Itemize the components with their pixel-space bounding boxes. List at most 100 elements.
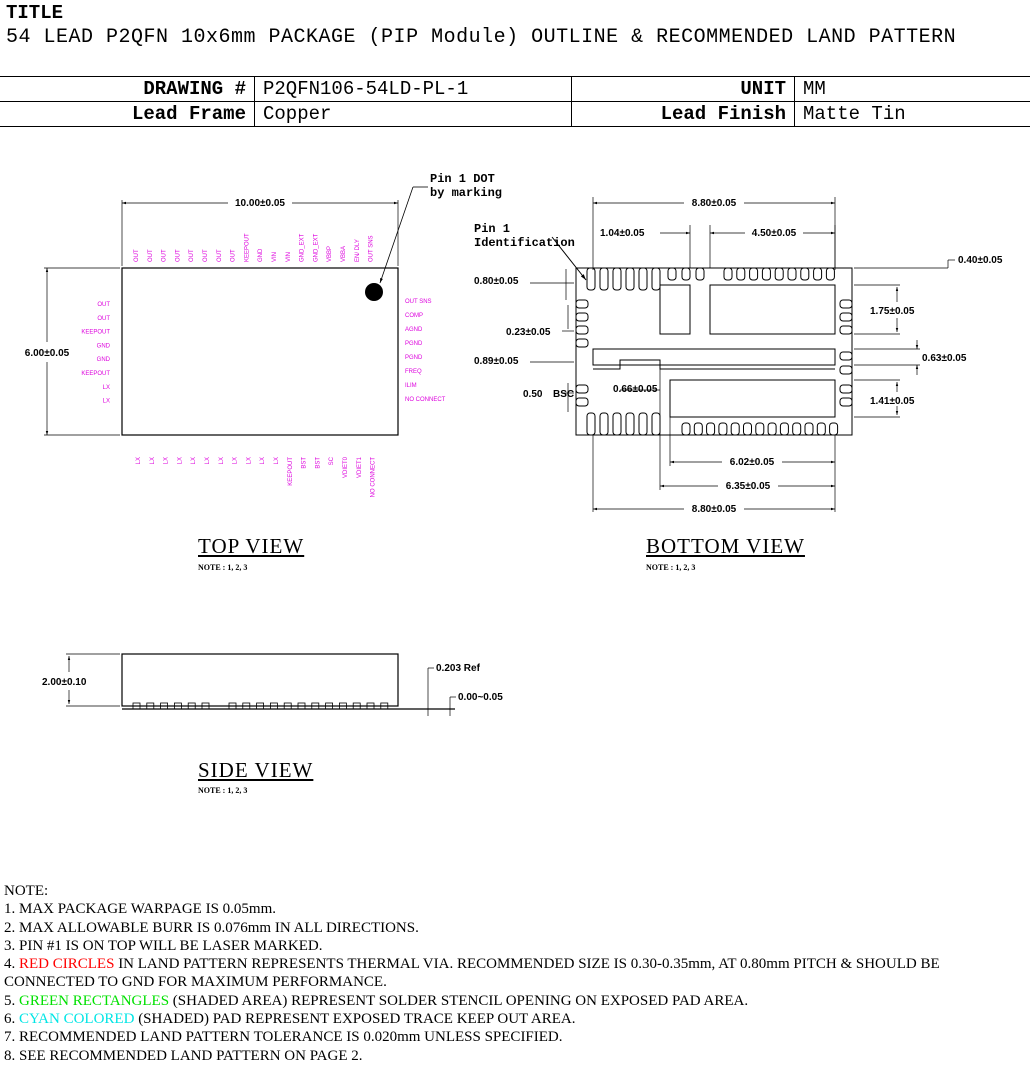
exposed-pad	[709, 284, 836, 335]
lead-pad	[774, 267, 784, 281]
lead-pad	[638, 412, 648, 436]
lead-pad	[638, 267, 648, 291]
top-view-note: NOTE : 1, 2, 3	[198, 563, 248, 572]
note-text: IN LAND PATTERN REPRESENTS THERMAL VIA. …	[4, 956, 940, 991]
lead-pad	[695, 267, 705, 281]
lead-pad	[779, 422, 789, 436]
pin-label: NO CONNECT	[371, 457, 377, 498]
lead-pad	[625, 267, 635, 291]
side-lead	[146, 702, 155, 710]
dim-602: 6.02±0.05	[730, 457, 775, 468]
lead-pad	[625, 412, 635, 436]
pin-label: OUT	[97, 316, 110, 322]
pin-label: SC	[329, 456, 335, 465]
pin1-dot-label: Pin 1 DOT	[430, 172, 495, 186]
lead-pad	[787, 267, 797, 281]
dim-141: 1.41±0.05	[870, 396, 915, 407]
pin-label: OUT	[231, 249, 237, 262]
side-lead	[283, 702, 292, 710]
side-lead	[325, 702, 334, 710]
title-label: TITLE	[6, 2, 64, 24]
note-item: 6. CYAN COLORED (SHADED) PAD REPRESENT E…	[4, 1010, 1026, 1028]
dim-bottom-width: 8.80±0.05	[692, 504, 737, 515]
pin-label: KEEPOUT	[81, 330, 110, 336]
pin-label: LX	[233, 457, 239, 464]
note-highlight-green: GREEN RECTANGLES	[19, 992, 170, 1009]
pin1-dot	[365, 283, 383, 301]
lead-pad	[667, 267, 677, 281]
lead-pad	[839, 351, 853, 361]
exposed-pad	[593, 359, 835, 370]
pin-label: OUT	[97, 302, 110, 308]
side-view-title: SIDE VIEW	[198, 758, 314, 782]
pin-label: LX	[164, 457, 170, 464]
lead-pad	[839, 299, 853, 309]
drawing-value: P2QFN106-54LD-PL-1	[254, 76, 572, 102]
lead-pad	[706, 422, 716, 436]
pin-label: GND	[258, 248, 264, 262]
lead-pad	[749, 267, 759, 281]
top-view-body	[121, 267, 399, 436]
side-lead	[297, 702, 306, 710]
exposed-pad	[669, 379, 836, 418]
lead-pad	[730, 422, 740, 436]
pin-label: LX	[103, 385, 110, 391]
lead-pad	[761, 267, 771, 281]
pin-label: NO CONNECT	[405, 397, 446, 403]
lead-pad	[839, 384, 853, 394]
frame-value: Copper	[254, 101, 572, 127]
side-lead	[352, 702, 361, 710]
lead-pad	[575, 299, 589, 309]
dim-023: 0.23±0.05	[506, 327, 551, 338]
pin-label: LX	[260, 457, 266, 464]
lead-pad	[693, 422, 703, 436]
lead-pad	[586, 412, 596, 436]
lead-pad	[575, 397, 589, 407]
unit-value: MM	[794, 76, 1030, 102]
pin-label: AGND	[405, 327, 423, 333]
spec-row: DRAWING # P2QFN106-54LD-PL-1 UNIT MM	[0, 76, 1030, 102]
pin-label: EN/ DLY	[355, 239, 361, 262]
side-lead	[366, 702, 375, 710]
pin-label: LX	[219, 457, 225, 464]
pin-label: GND_EXT	[313, 233, 319, 262]
side-lead	[242, 702, 251, 710]
frame-label: Lead Frame	[0, 101, 255, 127]
pin1-id-label: Identification	[474, 236, 575, 250]
notes-section: NOTE: 1. MAX PACKAGE WARPAGE IS 0.05mm. …	[4, 882, 1026, 1065]
pin-label: LX	[191, 457, 197, 464]
finish-label: Lead Finish	[571, 101, 795, 127]
note-item: 3. PIN #1 IS ON TOP WILL BE LASER MARKED…	[4, 937, 323, 954]
pin-label: LX	[246, 457, 252, 464]
pin-label: FREQ	[405, 369, 422, 375]
lead-pad	[651, 412, 661, 436]
side-view	[66, 653, 456, 716]
pin1-dot-label: by marking	[430, 186, 502, 200]
side-lead	[256, 702, 265, 710]
dim-175: 1.75±0.05	[870, 306, 915, 317]
notes-heading: NOTE:	[4, 883, 49, 899]
bottom-view-title: BOTTOM VIEW	[646, 534, 805, 558]
side-ref-dim: 0.203 Ref	[436, 663, 481, 674]
title-text: 54 LEAD P2QFN 10x6mm PACKAGE (PIP Module…	[6, 26, 957, 49]
dim-top-width: 8.80±0.05	[692, 198, 737, 209]
side-view-body	[121, 653, 399, 707]
dim-635: 6.35±0.05	[726, 481, 771, 492]
lead-pad	[575, 325, 589, 335]
pin-label: LX	[103, 399, 110, 405]
dim-089: 0.89±0.05	[474, 356, 519, 367]
spec-row: Lead Frame Copper Lead Finish Matte Tin	[0, 101, 1030, 127]
side-lead	[228, 702, 237, 710]
side-standoff-dim: 0.00~0.05	[458, 692, 503, 703]
side-lead	[132, 702, 141, 710]
lead-pad	[612, 267, 622, 291]
lead-pad	[825, 267, 835, 281]
pin-label: BST	[302, 457, 308, 469]
lead-pad	[575, 338, 589, 348]
lead-pad	[800, 267, 810, 281]
lead-pad	[839, 397, 853, 407]
lead-pad	[599, 267, 609, 291]
pin-label: KEEPOUT	[288, 457, 294, 486]
pin-label: OUT SNS	[369, 235, 375, 262]
pin-label: LX	[150, 457, 156, 464]
